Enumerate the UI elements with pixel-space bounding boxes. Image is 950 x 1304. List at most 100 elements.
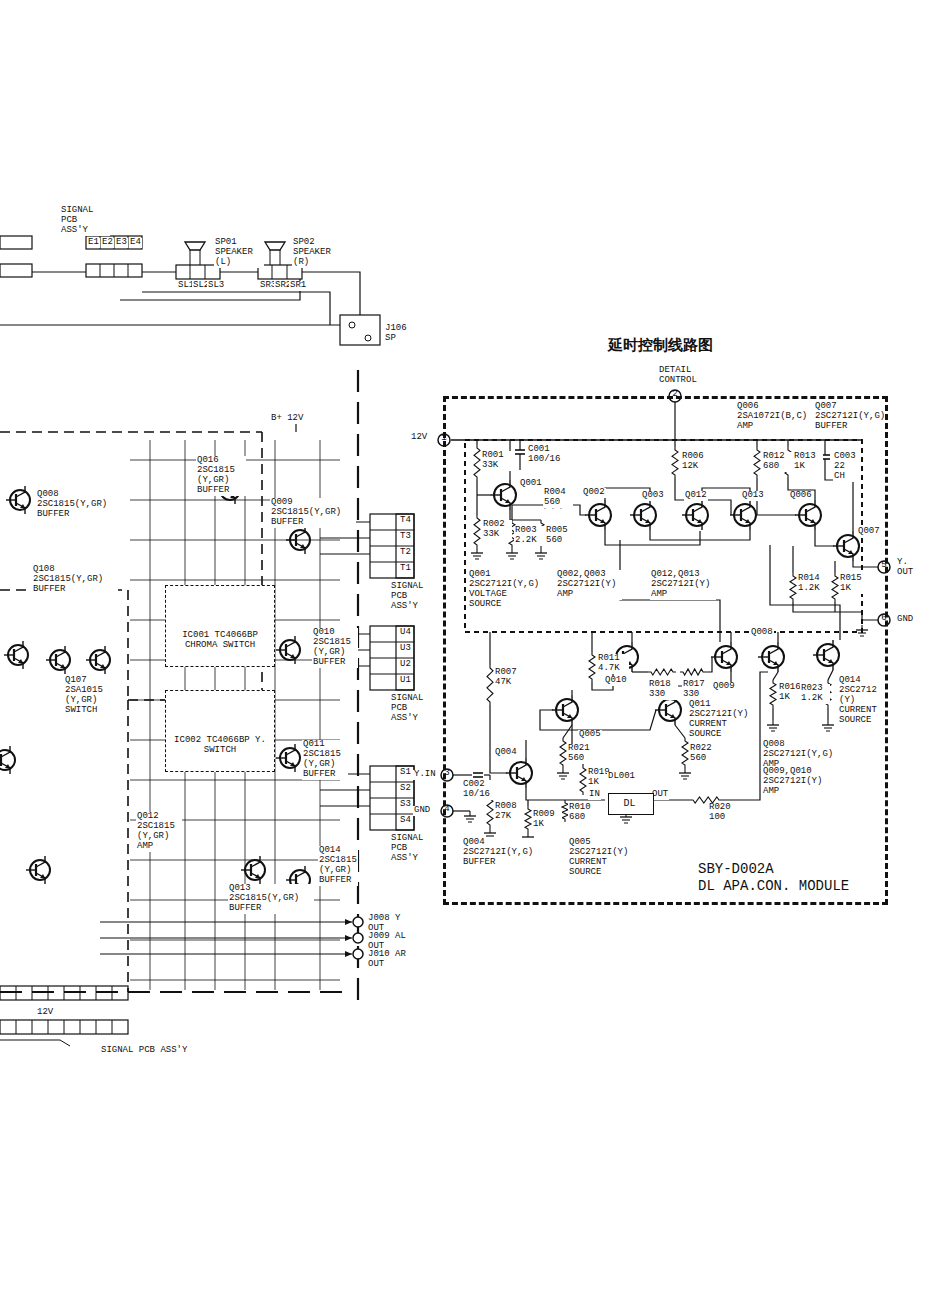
part-label: Q005 2SC2712I(Y) CURRENT SOURCE bbox=[568, 838, 644, 878]
wire bbox=[856, 629, 868, 630]
jack-symbol bbox=[353, 949, 363, 959]
part-label: J010 AR OUT bbox=[367, 950, 407, 970]
wire bbox=[827, 720, 828, 725]
wire bbox=[276, 649, 286, 650]
emitter-arrow bbox=[505, 499, 510, 503]
part-label: J009 AL OUT bbox=[367, 932, 407, 952]
wire bbox=[693, 500, 702, 512]
wire bbox=[0, 431, 262, 433]
wire bbox=[486, 835, 494, 836]
part-label: SIGNAL PCB ASS'Y bbox=[60, 206, 110, 236]
wire bbox=[484, 774, 490, 775]
wire bbox=[464, 815, 476, 816]
wire bbox=[772, 708, 773, 720]
wire bbox=[787, 440, 788, 447]
wire bbox=[824, 658, 833, 670]
resistor-symbol bbox=[682, 738, 688, 768]
wire bbox=[557, 772, 569, 773]
part-label: Q010 2SC1815 (Y,GR) BUFFER bbox=[312, 628, 358, 668]
wire bbox=[370, 658, 414, 659]
part-label: E2 bbox=[101, 238, 114, 248]
wire bbox=[1, 746, 10, 757]
jack-symbol bbox=[353, 917, 363, 927]
part-label: Q004 2SC2712I(Y,G) BUFFER bbox=[462, 838, 538, 868]
part-label: 12V bbox=[410, 433, 428, 443]
part-label: R022 560 bbox=[689, 744, 719, 764]
part-label: R001 33K bbox=[481, 451, 511, 471]
part-label: E3 bbox=[115, 238, 128, 248]
emitter-arrow bbox=[600, 519, 605, 523]
part-label: GND bbox=[413, 806, 431, 816]
wire bbox=[563, 725, 572, 738]
wire bbox=[591, 632, 592, 652]
wire bbox=[563, 695, 572, 707]
wire bbox=[56, 663, 65, 674]
wire bbox=[6, 499, 16, 500]
wire bbox=[815, 530, 834, 546]
wire bbox=[561, 779, 565, 780]
part-label: Q010 bbox=[604, 676, 628, 686]
wire bbox=[100, 937, 352, 938]
wire bbox=[190, 265, 191, 279]
wire bbox=[370, 674, 414, 675]
emitter-arrow bbox=[697, 519, 702, 523]
emitter-arrow bbox=[848, 550, 853, 554]
wire bbox=[537, 555, 545, 556]
arrow-head bbox=[345, 951, 352, 957]
wire bbox=[370, 642, 414, 643]
part-label: R003 2.2K bbox=[514, 526, 546, 546]
wire bbox=[142, 292, 330, 325]
wire bbox=[681, 775, 689, 776]
part-label: Q002,Q003 2SC2712I(Y) AMP bbox=[556, 570, 622, 600]
part-label: Q013 2SC1815(Y,GR) BUFFER bbox=[228, 884, 314, 914]
wire bbox=[824, 440, 825, 455]
wire bbox=[822, 724, 834, 725]
wire bbox=[562, 768, 563, 773]
wire bbox=[370, 814, 414, 815]
part-label: R020 100 bbox=[708, 803, 738, 823]
part-label: S2 bbox=[399, 784, 412, 794]
terminal-circle bbox=[878, 614, 890, 626]
wire bbox=[490, 705, 507, 773]
emitter-arrow bbox=[5, 764, 10, 768]
wire bbox=[46, 659, 56, 660]
connector-box bbox=[465, 440, 862, 632]
wire bbox=[511, 548, 512, 553]
emitter-arrow bbox=[255, 874, 260, 878]
part-label: C002 10/16 bbox=[462, 780, 494, 800]
wire bbox=[476, 440, 477, 445]
part-label: SR1 bbox=[289, 281, 307, 291]
resistor-symbol bbox=[648, 669, 676, 675]
wire bbox=[64, 986, 65, 1000]
wire bbox=[769, 660, 778, 672]
delay-line-box: DL bbox=[608, 793, 654, 815]
wire bbox=[512, 505, 540, 520]
part-label: SIGNAL PCB ASS'Y bbox=[390, 582, 440, 612]
wire bbox=[711, 656, 722, 657]
wire bbox=[451, 439, 862, 440]
wire bbox=[270, 250, 271, 265]
part-label: 12V bbox=[36, 1008, 54, 1018]
emitter-arrow bbox=[828, 659, 833, 663]
part-label: SIGNAL PCB ASS'Y bbox=[390, 694, 440, 724]
part-label: S4 bbox=[399, 816, 412, 826]
connector-box bbox=[86, 264, 142, 277]
wire bbox=[469, 811, 470, 816]
wire bbox=[517, 776, 526, 788]
part-label: Q014 2SC2712 (Y) CURRENT SOURCE bbox=[838, 676, 888, 725]
wire bbox=[806, 518, 815, 530]
part-label: Q008 2SC2712I(Y,G) AMP bbox=[762, 740, 838, 770]
wire bbox=[286, 636, 295, 647]
wire bbox=[722, 642, 731, 654]
wire bbox=[100, 264, 101, 277]
wire bbox=[16, 986, 17, 1000]
wire bbox=[370, 546, 414, 547]
wire bbox=[320, 805, 370, 806]
part-label: Q009 bbox=[712, 682, 736, 692]
wire bbox=[527, 800, 528, 806]
emitter-arrow bbox=[810, 519, 815, 523]
wire bbox=[489, 632, 490, 665]
part-label: Q003 bbox=[641, 491, 665, 501]
wire bbox=[758, 656, 769, 657]
